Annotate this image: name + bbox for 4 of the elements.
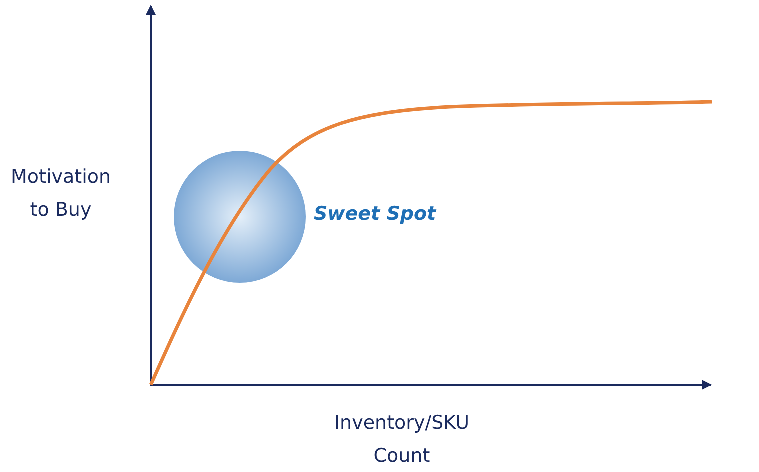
- callout-text: Sweet Spot: [314, 203, 436, 225]
- x-axis-title: Inventory/SKU Count: [333, 411, 471, 469]
- sweet-spot-circle: [174, 151, 306, 283]
- y-axis-title: Motivation to Buy: [10, 165, 112, 223]
